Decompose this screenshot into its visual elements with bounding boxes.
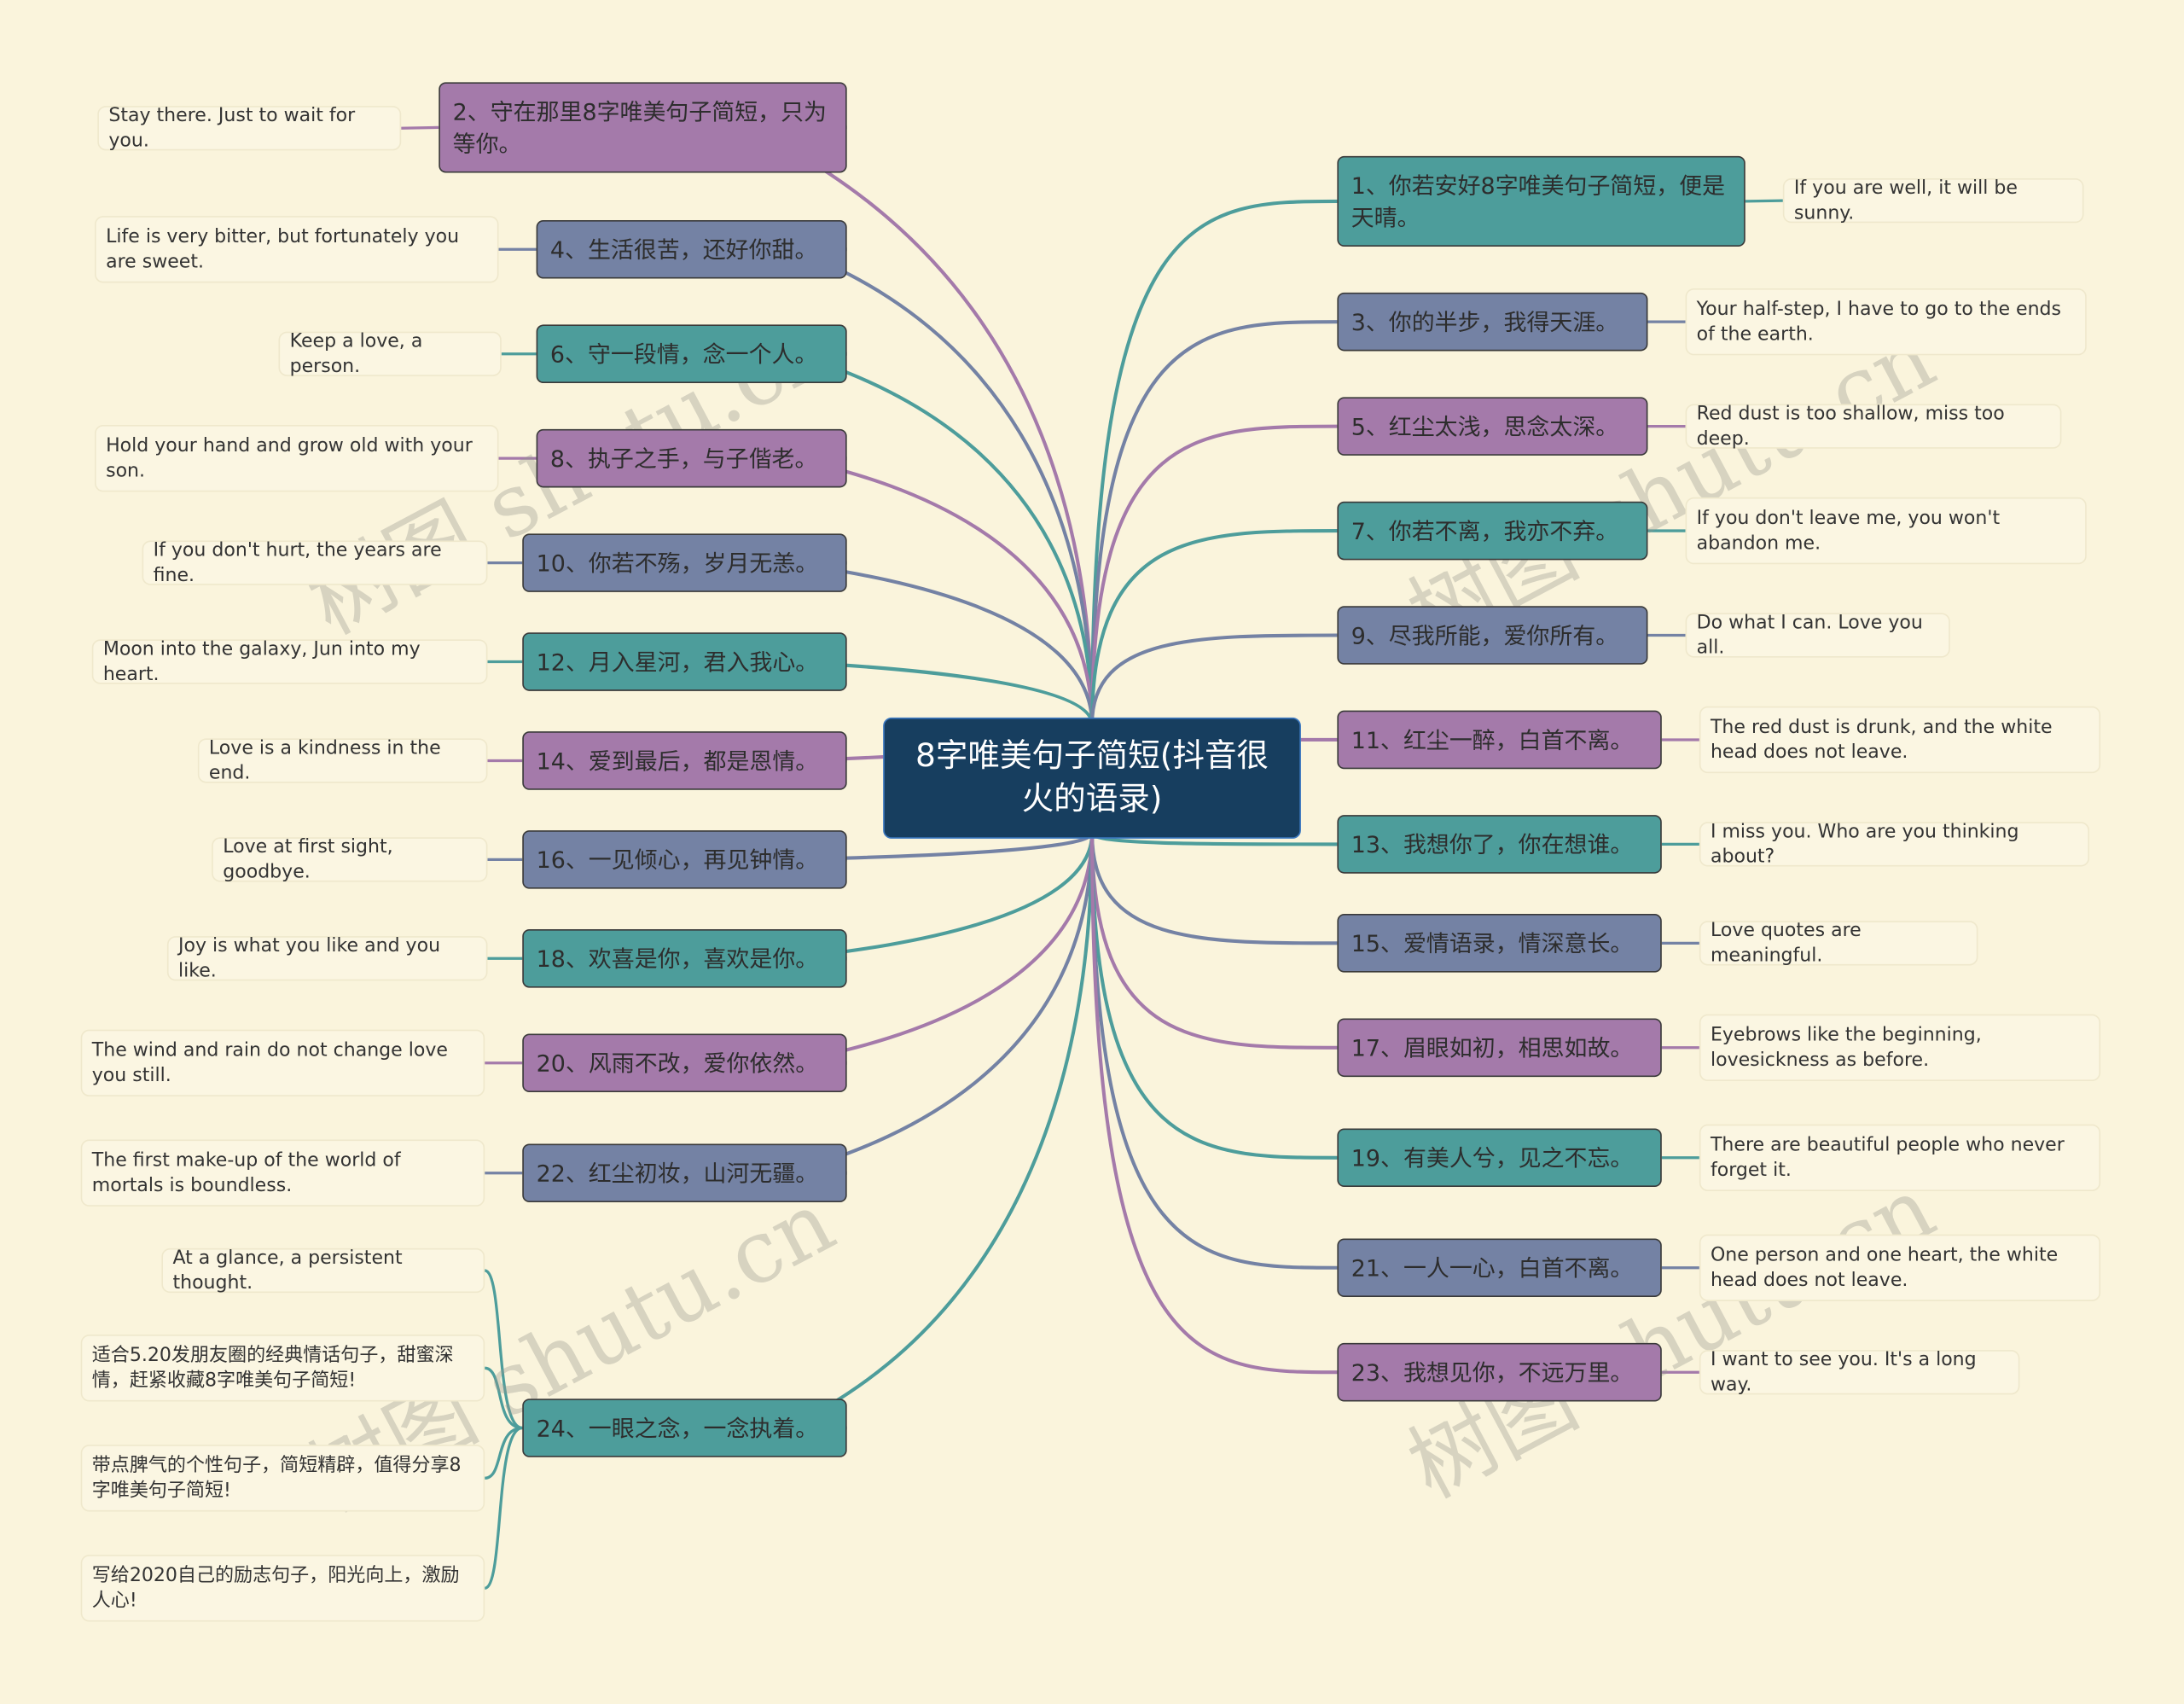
branch-connector bbox=[804, 352, 1095, 725]
leaf-connector bbox=[484, 1426, 523, 1590]
branch-connector bbox=[804, 457, 1095, 725]
leaf-note[interactable]: Love at first sight, goodbye. bbox=[212, 836, 488, 883]
topic-left-6[interactable]: 14、爱到最后，都是恩情。 bbox=[522, 731, 847, 790]
leaf-note[interactable]: At a glance, a persistent thought. bbox=[161, 1247, 485, 1294]
leaf-note[interactable]: If you don't hurt, the years are fine. bbox=[142, 539, 488, 586]
branch-connector bbox=[1089, 833, 1338, 1375]
leaf-note[interactable]: Joy is what you like and you like. bbox=[166, 935, 488, 982]
topic-left-2[interactable]: 6、守一段情，念一个人。 bbox=[536, 324, 847, 383]
leaf-note[interactable]: Your half-step, I have to go to the ends… bbox=[1685, 288, 2087, 356]
leaf-note[interactable]: If you are well, it will be sunny. bbox=[1782, 177, 2084, 224]
branch-connector bbox=[1089, 633, 1338, 725]
leaf-note[interactable]: If you don't leave me, you won't abandon… bbox=[1685, 497, 2087, 565]
topic-left-7[interactable]: 16、一见倾心，再见钟情。 bbox=[522, 830, 847, 889]
leaf-connector bbox=[484, 1426, 523, 1480]
topic-right-9[interactable]: 19、有美人兮，见之不忘。 bbox=[1337, 1128, 1662, 1188]
topic-left-10[interactable]: 22、红尘初妆，山河无疆。 bbox=[522, 1143, 847, 1203]
topic-right-6[interactable]: 13、我想你了，你在想谁。 bbox=[1337, 815, 1662, 874]
leaf-note[interactable]: I miss you. Who are you thinking about? bbox=[1699, 821, 2090, 868]
leaf-note[interactable]: 带点脾气的个性句子，简短精辟，值得分享8字唯美句子简短! bbox=[80, 1445, 485, 1512]
topic-left-5[interactable]: 12、月入星河，君入我心。 bbox=[522, 632, 847, 691]
leaf-note[interactable]: Moon into the galaxy, Jun into my heart. bbox=[91, 638, 488, 685]
topic-right-2[interactable]: 5、红尘太浅，思念太深。 bbox=[1337, 397, 1648, 456]
topic-right-10[interactable]: 21、一人一心，白首不离。 bbox=[1337, 1238, 1662, 1298]
topic-right-7[interactable]: 15、爱情语录，情深意长。 bbox=[1337, 914, 1662, 973]
branch-connector bbox=[1089, 320, 1338, 725]
topic-left-4[interactable]: 10、你若不殇，岁月无恙。 bbox=[522, 533, 847, 592]
leaf-connector bbox=[401, 125, 439, 130]
leaf-note[interactable]: Red dust is too shallow, miss too deep. bbox=[1685, 403, 2062, 450]
topic-right-1[interactable]: 3、你的半步，我得天涯。 bbox=[1337, 292, 1648, 352]
topic-right-5[interactable]: 11、红尘一醉，白首不离。 bbox=[1337, 710, 1662, 770]
branch-connector bbox=[1089, 833, 1338, 1050]
leaf-note[interactable]: The first make-up of the world of mortal… bbox=[80, 1139, 485, 1207]
branch-connector bbox=[1089, 529, 1338, 725]
topic-right-3[interactable]: 7、你若不离，我亦不弃。 bbox=[1337, 501, 1648, 561]
leaf-note[interactable]: There are beautiful people who never for… bbox=[1699, 1124, 2101, 1191]
topic-right-0[interactable]: 1、你若安好8字唯美句子简短，便是天晴。 bbox=[1337, 155, 1745, 247]
leaf-note[interactable]: Keep a love, a person. bbox=[278, 330, 502, 377]
leaf-note[interactable]: Do what I can. Love you all. bbox=[1685, 612, 1950, 659]
branch-connector bbox=[804, 247, 1095, 725]
leaf-note[interactable]: 写给2020自己的励志句子，阳光向上，激励人心! bbox=[80, 1555, 485, 1622]
topic-left-3[interactable]: 8、执子之手，与子偕老。 bbox=[536, 428, 847, 488]
leaf-connector bbox=[484, 1366, 523, 1430]
leaf-note[interactable]: 适合5.20发朋友圈的经典情话句子，甜蜜深情，赶紧收藏8字唯美句子简短! bbox=[80, 1335, 485, 1402]
central-topic[interactable]: 8字唯美句子简短(抖音很火的语录) bbox=[883, 717, 1301, 839]
topic-right-8[interactable]: 17、眉眼如初，相思如故。 bbox=[1337, 1018, 1662, 1078]
branch-connector bbox=[1089, 833, 1338, 1270]
leaf-connector bbox=[484, 1269, 523, 1430]
leaf-note[interactable]: Love quotes are meaningful. bbox=[1699, 920, 1978, 967]
branch-connector bbox=[1089, 199, 1338, 725]
branch-connector bbox=[1089, 424, 1338, 725]
leaf-note[interactable]: The red dust is drunk, and the white hea… bbox=[1699, 706, 2101, 774]
leaf-note[interactable]: Life is very bitter, but fortunately you… bbox=[95, 216, 499, 283]
topic-right-4[interactable]: 9、尽我所能，爱你所有。 bbox=[1337, 606, 1648, 665]
leaf-note[interactable]: One person and one heart, the white head… bbox=[1699, 1234, 2101, 1301]
topic-right-11[interactable]: 23、我想见你，不远万里。 bbox=[1337, 1342, 1662, 1402]
topic-left-9[interactable]: 20、风雨不改，爱你依然。 bbox=[522, 1033, 847, 1093]
leaf-note[interactable]: Love is a kindness in the end. bbox=[197, 737, 488, 784]
topic-left-0[interactable]: 2、守在那里8字唯美句子简短，只为等你。 bbox=[439, 82, 847, 173]
topic-left-1[interactable]: 4、生活很苦，还好你甜。 bbox=[536, 219, 847, 279]
branch-connector bbox=[1089, 833, 1338, 945]
leaf-note[interactable]: The wind and rain do not change love you… bbox=[80, 1029, 485, 1096]
leaf-note[interactable]: I want to see you. It's a long way. bbox=[1699, 1348, 2020, 1396]
leaf-note[interactable]: Stay there. Just to wait for you. bbox=[97, 104, 402, 152]
topic-left-11[interactable]: 24、一眼之念，一念执着。 bbox=[522, 1399, 847, 1457]
leaf-note[interactable]: Eyebrows like the beginning, lovesicknes… bbox=[1699, 1014, 2101, 1081]
topic-left-8[interactable]: 18、欢喜是你，喜欢是你。 bbox=[522, 929, 847, 988]
leaf-note[interactable]: Hold your hand and grow old with your so… bbox=[95, 424, 499, 492]
branch-connector bbox=[1089, 833, 1338, 1160]
branch-connector bbox=[799, 833, 1095, 1430]
